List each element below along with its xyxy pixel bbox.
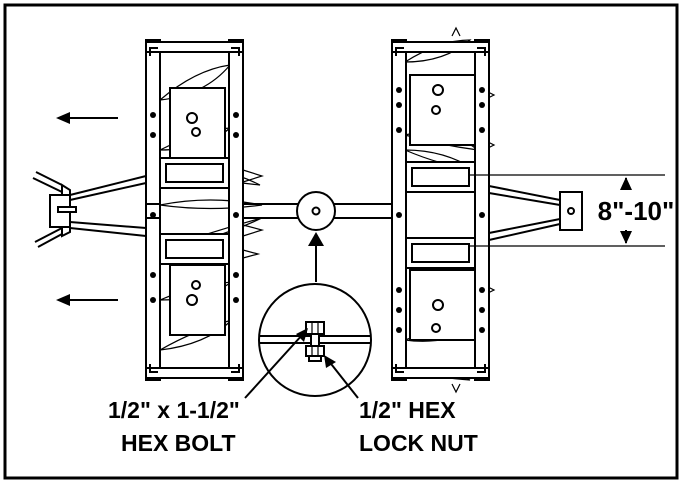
bolt-label-line2: HEX BOLT (121, 430, 236, 456)
arrow-left-icon (56, 294, 118, 306)
dimension-marker (470, 174, 665, 247)
right-hitch (488, 185, 583, 241)
left-hitch (32, 171, 147, 248)
arrow-up-icon (308, 232, 324, 282)
nut-leader-arrow (324, 355, 359, 399)
arrow-left-icon (56, 112, 118, 124)
bolt-label-line1: 1/2" x 1-1/2" (108, 397, 240, 423)
nut-label-line2: LOCK NUT (359, 430, 478, 456)
connecting-beam (146, 191, 392, 231)
right-gang (391, 26, 496, 394)
nut-label-line1: 1/2" HEX (359, 397, 456, 423)
bolt-leader-arrow (244, 328, 308, 399)
diagram-frame (3, 3, 679, 480)
detail-magnified-view (258, 283, 372, 397)
left-gang (145, 39, 265, 381)
dimension-label: 8"-10" (598, 196, 675, 226)
